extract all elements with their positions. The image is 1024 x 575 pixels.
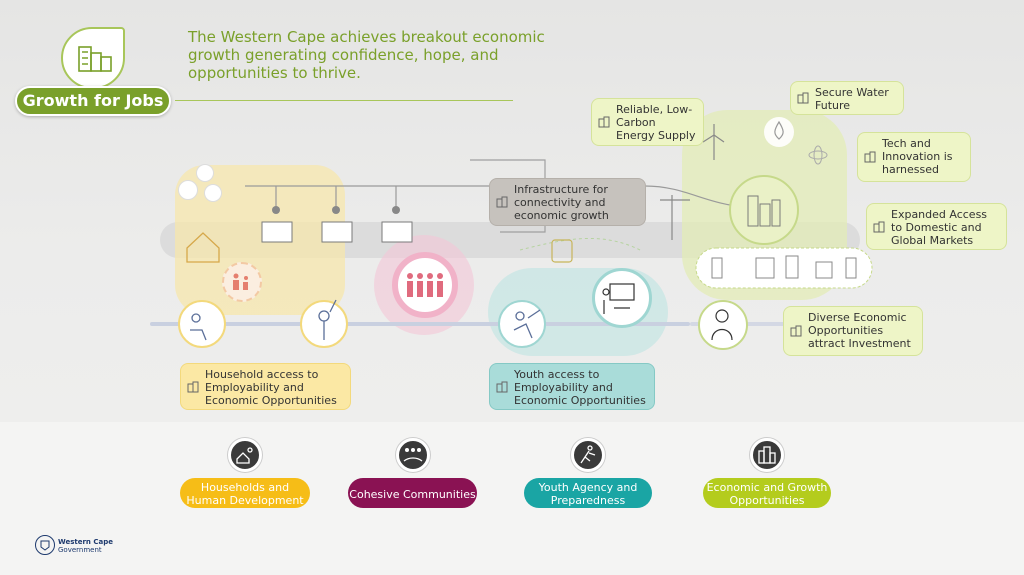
pillar-economic: Economic and Growth Opportunities [703, 478, 831, 508]
building-icon [797, 92, 809, 104]
headline-divider [175, 100, 513, 101]
dash-curve [519, 237, 641, 251]
card-household-text: Household access to Employability and Ec… [205, 368, 337, 407]
building-icon [790, 325, 802, 337]
card-tech: Tech and Innovation is harnessed [857, 132, 971, 182]
wind-turbine-shape [702, 124, 725, 160]
card-household: Household access to Employability and Ec… [180, 363, 351, 410]
card-infrastructure: Infrastructure for connectivity and econ… [489, 178, 646, 226]
household-zone [175, 165, 345, 315]
card-water-text: Secure Water Future [815, 86, 889, 112]
building-icon [864, 151, 876, 163]
building-icon [496, 196, 508, 208]
health-icon [196, 164, 214, 182]
pillar-households-label: Households and Human Development [186, 481, 304, 507]
youth-sport-circle [498, 300, 546, 348]
idea-icon [178, 180, 198, 200]
card-youth-text: Youth access to Employability and Econom… [514, 368, 646, 407]
card-youth: Youth access to Employability and Econom… [489, 363, 655, 410]
card-energy: Reliable, Low-Carbon Energy Supply [591, 98, 704, 146]
government-logo-text: Western Cape Government [58, 538, 113, 554]
card-energy-text: Reliable, Low-Carbon Energy Supply [616, 103, 696, 142]
households-pillar-icon [228, 438, 262, 472]
worker-circle [698, 300, 748, 350]
card-markets: Expanded Access to Domestic and Global M… [866, 203, 1007, 250]
pillar-youth: Youth Agency and Preparedness [524, 478, 652, 508]
teacher-circle [592, 268, 652, 328]
logo-line1: Western Cape [58, 538, 113, 546]
card-water: Secure Water Future [790, 81, 904, 115]
education-icon [204, 184, 222, 202]
youth-pillar-icon [571, 438, 605, 472]
school-buildings [261, 221, 413, 243]
card-tech-text: Tech and Innovation is harnessed [882, 137, 953, 176]
crane-shape [660, 195, 690, 240]
building-icon [496, 381, 508, 393]
caregiver-circle [178, 300, 226, 348]
pillar-economic-label: Economic and Growth Opportunities [706, 481, 828, 507]
main-track [150, 322, 690, 326]
connector-curve [644, 185, 731, 206]
community-circle [392, 252, 458, 318]
card-investment-text: Diverse Economic Opportunities attract I… [808, 311, 911, 350]
city-badge-icon [61, 27, 125, 89]
train-shape [551, 239, 573, 263]
pillar-communities-label: Cohesive Communities [349, 487, 476, 501]
building-icon [873, 221, 885, 233]
card-investment: Diverse Economic Opportunities attract I… [783, 306, 923, 356]
pillar-communities: Cohesive Communities [348, 478, 477, 508]
house-shape [186, 232, 220, 263]
headline: The Western Cape achieves breakout econo… [188, 28, 545, 82]
child-balloon-circle [300, 300, 348, 348]
economic-pillar-icon [750, 438, 784, 472]
background-bottom [0, 422, 1024, 575]
growth-for-jobs-badge: Growth for Jobs [15, 86, 171, 116]
card-infrastructure-text: Infrastructure for connectivity and econ… [514, 183, 609, 222]
city-circle [729, 175, 799, 245]
coat-of-arms-icon [35, 535, 55, 555]
pillar-youth-label: Youth Agency and Preparedness [538, 481, 638, 507]
logo-line2: Government [58, 546, 102, 554]
family-circle [222, 262, 262, 302]
atom-shape [808, 150, 828, 160]
card-markets-text: Expanded Access to Domestic and Global M… [891, 208, 988, 247]
pathway-illustration [150, 110, 873, 356]
water-circle [764, 117, 794, 147]
community-pillar-icon [396, 438, 430, 472]
building-icon [187, 381, 199, 393]
pillar-households: Households and Human Development [180, 478, 310, 508]
building-icon [598, 116, 610, 128]
connector-drops [275, 186, 397, 208]
